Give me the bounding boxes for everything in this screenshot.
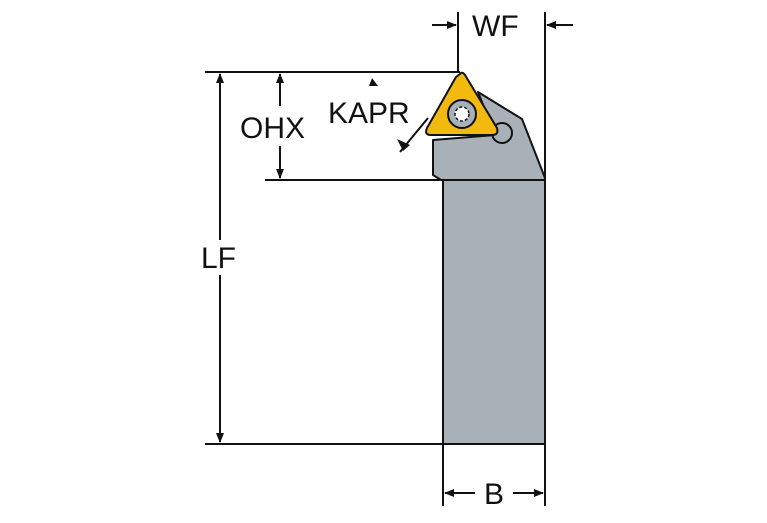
wf-label: WF <box>472 10 519 43</box>
kapr-arrow-top <box>369 78 378 86</box>
extension-lines <box>205 12 546 506</box>
torx-icon <box>454 106 470 122</box>
lf-label: LF <box>201 242 236 275</box>
b-label: B <box>484 478 504 511</box>
holder-shank <box>442 179 546 445</box>
kapr-label: KAPR <box>328 97 410 130</box>
ohx-label: OHX <box>240 112 305 145</box>
dimension-arrows <box>216 21 573 497</box>
kapr-arrow-bottom <box>397 139 410 151</box>
